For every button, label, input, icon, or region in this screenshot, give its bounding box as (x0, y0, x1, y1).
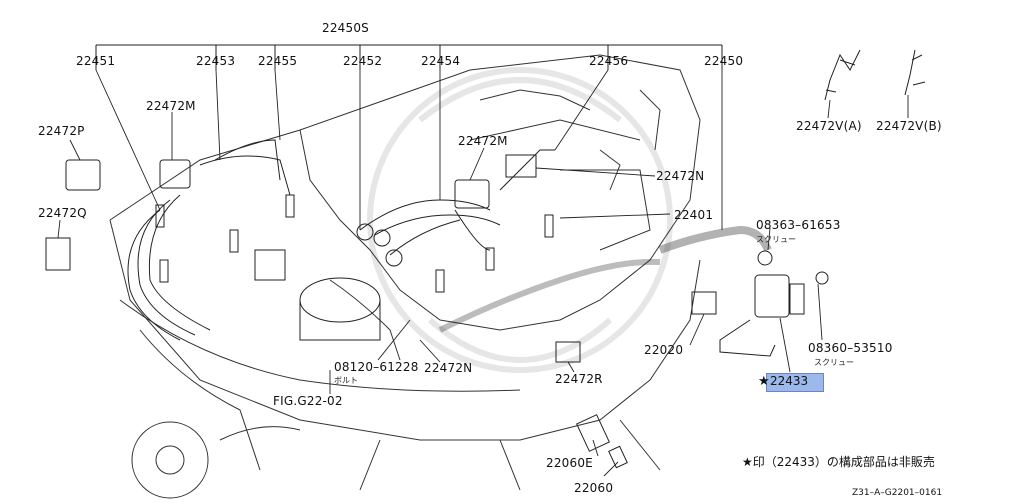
diagram-reference-code: Z31–A–G2201–0161 (852, 488, 943, 498)
sensor-22060 (576, 414, 628, 469)
label-08120-61228: 08120–61228 (334, 360, 419, 374)
harness-22472v (824, 49, 926, 101)
clip-22472n (505, 154, 537, 178)
igniter-22020 (691, 291, 717, 315)
label-fig-g22-02: FIG.G22-02 (273, 394, 343, 408)
watermark-emblem (367, 67, 673, 373)
leader-22450s (95, 44, 723, 70)
label-22472q: 22472Q (38, 206, 87, 220)
label-22451: 22451 (76, 54, 116, 68)
label-22455: 22455 (258, 54, 298, 68)
spark-plug-wires-left (127, 139, 291, 341)
label-22450s: 22450S (322, 21, 369, 35)
label-22060: 22060 (574, 481, 614, 495)
spark-plugs (155, 194, 554, 293)
label-08363-61653: 08363–61653 (756, 218, 841, 232)
label-22452: 22452 (343, 54, 383, 68)
hose-lower (438, 258, 661, 333)
label-22472r: 22472R (555, 372, 603, 386)
screw-08360 (815, 271, 829, 285)
label-22456: 22456 (589, 54, 629, 68)
hose (658, 225, 772, 254)
engine-block-outline (109, 54, 701, 499)
label-22472v-b: 22472V(B) (876, 119, 942, 133)
ignition-coil-22433 (719, 274, 805, 357)
label-22473n: 22472N (424, 361, 473, 375)
distributor (254, 249, 381, 341)
footnote: ★印（22433）の構成部品は非販売 (742, 455, 935, 469)
label-22020: 22020 (644, 343, 684, 357)
label-screw-upper: スクリュー (756, 235, 796, 244)
label-22450: 22450 (704, 54, 744, 68)
label-bolt: ボルト (334, 376, 358, 385)
label-22472n-upper: 22472N (656, 169, 705, 183)
label-22454: 22454 (421, 54, 461, 68)
clip-22472q (45, 237, 71, 271)
label-22472v-a: 22472V(A) (796, 119, 862, 133)
leader-lines (57, 69, 909, 477)
clip-22472p (65, 159, 101, 191)
label-22472m-center: 22472M (458, 134, 508, 148)
label-22060e: 22060E (546, 456, 593, 470)
label-22401: 22401 (674, 208, 714, 222)
label-22472m-left: 22472M (146, 99, 196, 113)
wire-clamp-22472m (159, 159, 490, 209)
highlighted-part-box[interactable] (766, 373, 824, 392)
screw-08363 (757, 250, 773, 266)
label-22453: 22453 (196, 54, 236, 68)
label-08360-53510: 08360–53510 (808, 341, 893, 355)
label-22472p: 22472P (38, 124, 85, 138)
star-marker: ★ (758, 374, 770, 389)
label-22433[interactable]: 22433 (770, 374, 809, 388)
label-screw-lower: スクリュー (814, 358, 854, 367)
